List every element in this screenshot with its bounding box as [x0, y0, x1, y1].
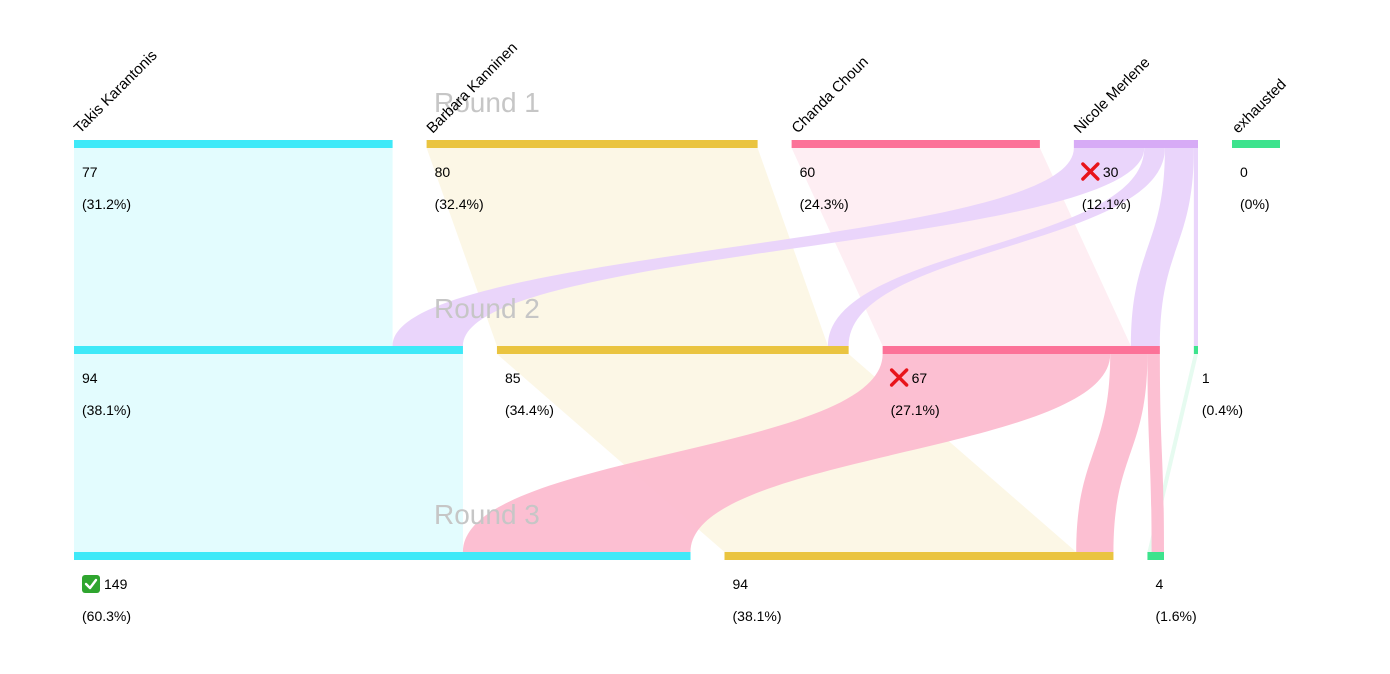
round-label: Round 1	[434, 87, 540, 118]
vote-count: 85	[505, 370, 521, 386]
vote-count: 1	[1202, 370, 1210, 386]
elimination-x-icon	[889, 368, 909, 387]
vote-percentage: (24.3%)	[800, 196, 849, 212]
vote-count: 77	[82, 164, 98, 180]
bar-takis-karantonis[interactable]	[74, 140, 393, 148]
vote-percentage: (38.1%)	[82, 402, 131, 418]
round-1-row: 77 (31.2%) 80 (32.4%) 60 (24.3%) 30 (12.1%) 0 (0%…	[74, 140, 1280, 212]
round-2-row: 94 (38.1%) 85 (34.4%) 67 (27.1%) 1 (0.4%)	[74, 346, 1243, 418]
vote-percentage: (27.1%)	[891, 402, 940, 418]
vote-count: 30	[1103, 164, 1119, 180]
elimination-x-icon	[1081, 162, 1100, 181]
vote-percentage: (0%)	[1240, 196, 1270, 212]
vote-percentage: (31.2%)	[82, 196, 131, 212]
vote-count: 149	[104, 576, 128, 592]
candidate-header-takis-karantonis: Takis Karantonis	[71, 47, 161, 137]
bar-takis-karantonis[interactable]	[74, 346, 463, 354]
vote-percentage: (34.4%)	[505, 402, 554, 418]
transfer-chanda-choun-to-barbara-kanninen	[1076, 354, 1148, 552]
vote-count: 4	[1155, 576, 1163, 592]
vote-count: 94	[82, 370, 98, 386]
round-3-row: 149 (60.3%) 94 (38.1%) 4 (1.6%)	[74, 552, 1197, 624]
flows	[74, 148, 1198, 552]
vote-percentage: (12.1%)	[1082, 196, 1131, 212]
transfer-nicole-merlene-to-barbara-kanninen	[827, 148, 1165, 346]
transfer-nicole-merlene-to-chanda-choun	[1130, 148, 1194, 346]
vote-count: 94	[733, 576, 749, 592]
round-label: Round 3	[434, 499, 540, 530]
transfer-nicole-merlene-to-takis-karantonis	[392, 148, 1145, 346]
candidate-header-nicole-merlene: Nicole Merlene	[1071, 54, 1154, 137]
round-label: Round 2	[434, 293, 540, 324]
transfer-nicole-merlene-to-exhausted	[1193, 148, 1198, 346]
bar-chanda-choun[interactable]	[791, 140, 1040, 148]
vote-percentage: (38.1%)	[733, 608, 782, 624]
vote-count: 67	[912, 370, 928, 386]
transfer-chanda-choun-to-exhausted	[1147, 354, 1164, 552]
bar-exhausted[interactable]	[1232, 140, 1280, 148]
bar-barbara-kanninen[interactable]	[426, 140, 758, 148]
vote-percentage: (1.6%)	[1155, 608, 1196, 624]
candidate-header-exhausted: exhausted	[1229, 76, 1290, 137]
bar-exhausted[interactable]	[1193, 346, 1198, 354]
vote-count: 0	[1240, 164, 1248, 180]
bar-exhausted[interactable]	[1147, 552, 1164, 560]
vote-count: 60	[800, 164, 816, 180]
carryover-takis-karantonis-round-2	[74, 354, 463, 552]
vote-count: 80	[435, 164, 451, 180]
bar-barbara-kanninen[interactable]	[724, 552, 1114, 560]
winner-checkmark-icon	[82, 575, 100, 593]
candidate-header-chanda-choun: Chanda Choun	[788, 53, 871, 136]
bar-takis-karantonis[interactable]	[74, 552, 691, 560]
transfer-chanda-choun-to-takis-karantonis	[462, 354, 1111, 552]
bar-chanda-choun[interactable]	[882, 346, 1160, 354]
bar-barbara-kanninen[interactable]	[496, 346, 849, 354]
carryover-takis-karantonis-round-1	[74, 148, 393, 346]
vote-percentage: (32.4%)	[435, 196, 484, 212]
winner-check-stroke	[84, 578, 98, 590]
vote-percentage: (0.4%)	[1202, 402, 1243, 418]
bar-nicole-merlene[interactable]	[1073, 140, 1198, 148]
vote-percentage: (60.3%)	[82, 608, 131, 624]
